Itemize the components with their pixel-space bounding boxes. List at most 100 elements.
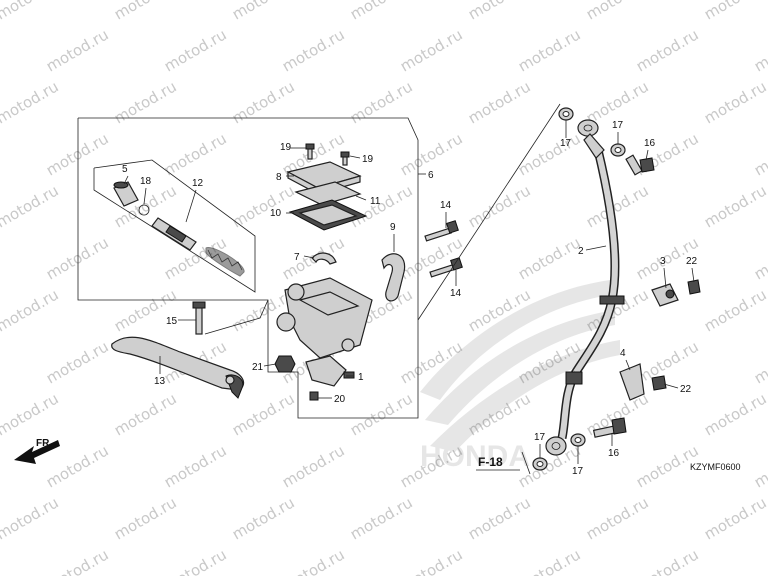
watermark-text: motod.ru	[633, 545, 702, 576]
stop-switch-1	[305, 355, 355, 387]
callout-17-lower-right: 17	[572, 466, 584, 477]
watermark-text: motod.ru	[0, 0, 62, 23]
clip-7	[311, 252, 337, 265]
callout-22-upper: 22	[686, 256, 698, 267]
watermark-text: motod.ru	[397, 25, 466, 75]
watermark-text: motod.ru	[0, 77, 62, 127]
watermark-text: motod.ru	[229, 77, 298, 127]
watermark-text: motod.ru	[161, 25, 230, 75]
diaphragm-10	[288, 199, 368, 231]
callout-14-lower: 14	[450, 288, 462, 299]
washer-17-lower-left	[532, 457, 548, 471]
callout-7: 7	[294, 252, 300, 263]
watermark-text: motod.ru	[701, 493, 768, 543]
watermark-text: motod.ru	[751, 129, 768, 179]
sub-outline-parts	[93, 159, 256, 293]
callout-9: 9	[390, 222, 396, 233]
diagram-code: KZYMF0600	[690, 462, 741, 472]
watermark-text: motod.ru	[279, 441, 348, 491]
watermark-text: motod.ru	[515, 233, 584, 283]
watermark-text: motod.ru	[633, 337, 702, 387]
callout-16-lower: 16	[608, 448, 620, 459]
washer-17-lower-right	[570, 433, 586, 447]
piston-12	[151, 217, 197, 251]
banjo-fitting-upper	[577, 119, 605, 159]
callout-8: 8	[276, 172, 282, 183]
watermark-text: motod.ru	[0, 181, 62, 231]
watermark-text: motod.ru	[465, 493, 534, 543]
spring	[205, 247, 245, 277]
watermark-text: motod.ru	[465, 0, 534, 23]
watermark-text: motod.ru	[583, 493, 652, 543]
watermark-text: motod.ru	[751, 337, 768, 387]
watermark-text: motod.ru	[701, 0, 768, 23]
callout-17-lower-left: 17	[534, 432, 546, 443]
watermark-text: motod.ru	[633, 25, 702, 75]
watermark-text: motod.ru	[0, 285, 62, 335]
watermark-text: motod.ru	[397, 545, 466, 576]
circlip-18	[138, 204, 150, 216]
watermark-text: motod.ru	[751, 545, 768, 576]
callout-21: 21	[252, 362, 264, 373]
bolt-22-upper	[687, 279, 701, 295]
watermark-text: motod.ru	[43, 129, 112, 179]
bolt-16-lower	[592, 417, 627, 438]
callout-17-upper-right: 17	[612, 120, 624, 131]
watermark-text: motod.ru	[0, 493, 62, 543]
callout-3: 3	[660, 256, 666, 267]
assembly-outline	[77, 117, 419, 419]
plate-11	[294, 181, 362, 206]
watermark-text: motod.ru	[751, 441, 768, 491]
watermark-text: motod.ru	[161, 545, 230, 576]
callout-22-lower: 22	[680, 384, 692, 395]
callout-14-upper: 14	[440, 200, 452, 211]
callout-leaders	[123, 120, 695, 464]
watermark-text: motod.ru	[701, 77, 768, 127]
brake-hose-2	[557, 145, 625, 439]
watermark-text: motod.ru	[347, 0, 416, 23]
watermark-text: motod.ru	[465, 181, 534, 231]
watermark-text: motod.ru	[347, 493, 416, 543]
watermark-text: motod.ru	[515, 129, 584, 179]
watermark-text: motod.ru	[229, 493, 298, 543]
watermark-text: motod.ru	[111, 0, 180, 23]
watermark-text: motod.ru	[111, 285, 180, 335]
callout-2: 2	[578, 246, 584, 257]
banjo-fitting-lower	[545, 436, 567, 456]
screw-20	[309, 391, 319, 401]
bolt-16-upper	[625, 154, 655, 176]
hose-leader-lower	[521, 451, 531, 475]
callout-18: 18	[140, 176, 152, 187]
reference-label: F-18	[478, 455, 503, 469]
watermark-text: motod.ru	[465, 77, 534, 127]
bolt-22-lower	[651, 375, 667, 391]
lever-leader	[204, 299, 269, 335]
watermark-text: motod.ru	[43, 337, 112, 387]
watermark-text: motod.ru	[515, 545, 584, 576]
watermark-text: motod.ru	[583, 0, 652, 23]
callout-6: 6	[428, 170, 434, 181]
watermark-text: motod.ru	[279, 545, 348, 576]
callout-11: 11	[370, 196, 381, 207]
hose-leader-upper	[417, 103, 561, 321]
callout-10: 10	[270, 208, 282, 219]
bolt-14-upper	[424, 220, 459, 242]
watermark-text: motod.ru	[229, 0, 298, 23]
brand-wing-logo: HONDA	[420, 280, 620, 473]
hose-clamp-3	[651, 283, 679, 307]
watermark-text: motod.ru	[161, 129, 230, 179]
callout-15: 15	[166, 316, 178, 327]
callout-19-left: 19	[280, 142, 292, 153]
watermark-text: motod.ru	[43, 233, 112, 283]
callout-4: 4	[620, 348, 626, 359]
watermark-text: motod.ru	[515, 25, 584, 75]
watermark-text: motod.ru	[347, 181, 416, 231]
hose-bracket-4	[619, 363, 645, 401]
watermark-text: motod.ru	[111, 77, 180, 127]
callout-16-upper: 16	[644, 138, 656, 149]
watermark-text: motod.ru	[43, 545, 112, 576]
callout-12: 12	[192, 178, 204, 189]
watermark-text: motod.ru	[701, 285, 768, 335]
screw-19-left	[305, 143, 315, 160]
